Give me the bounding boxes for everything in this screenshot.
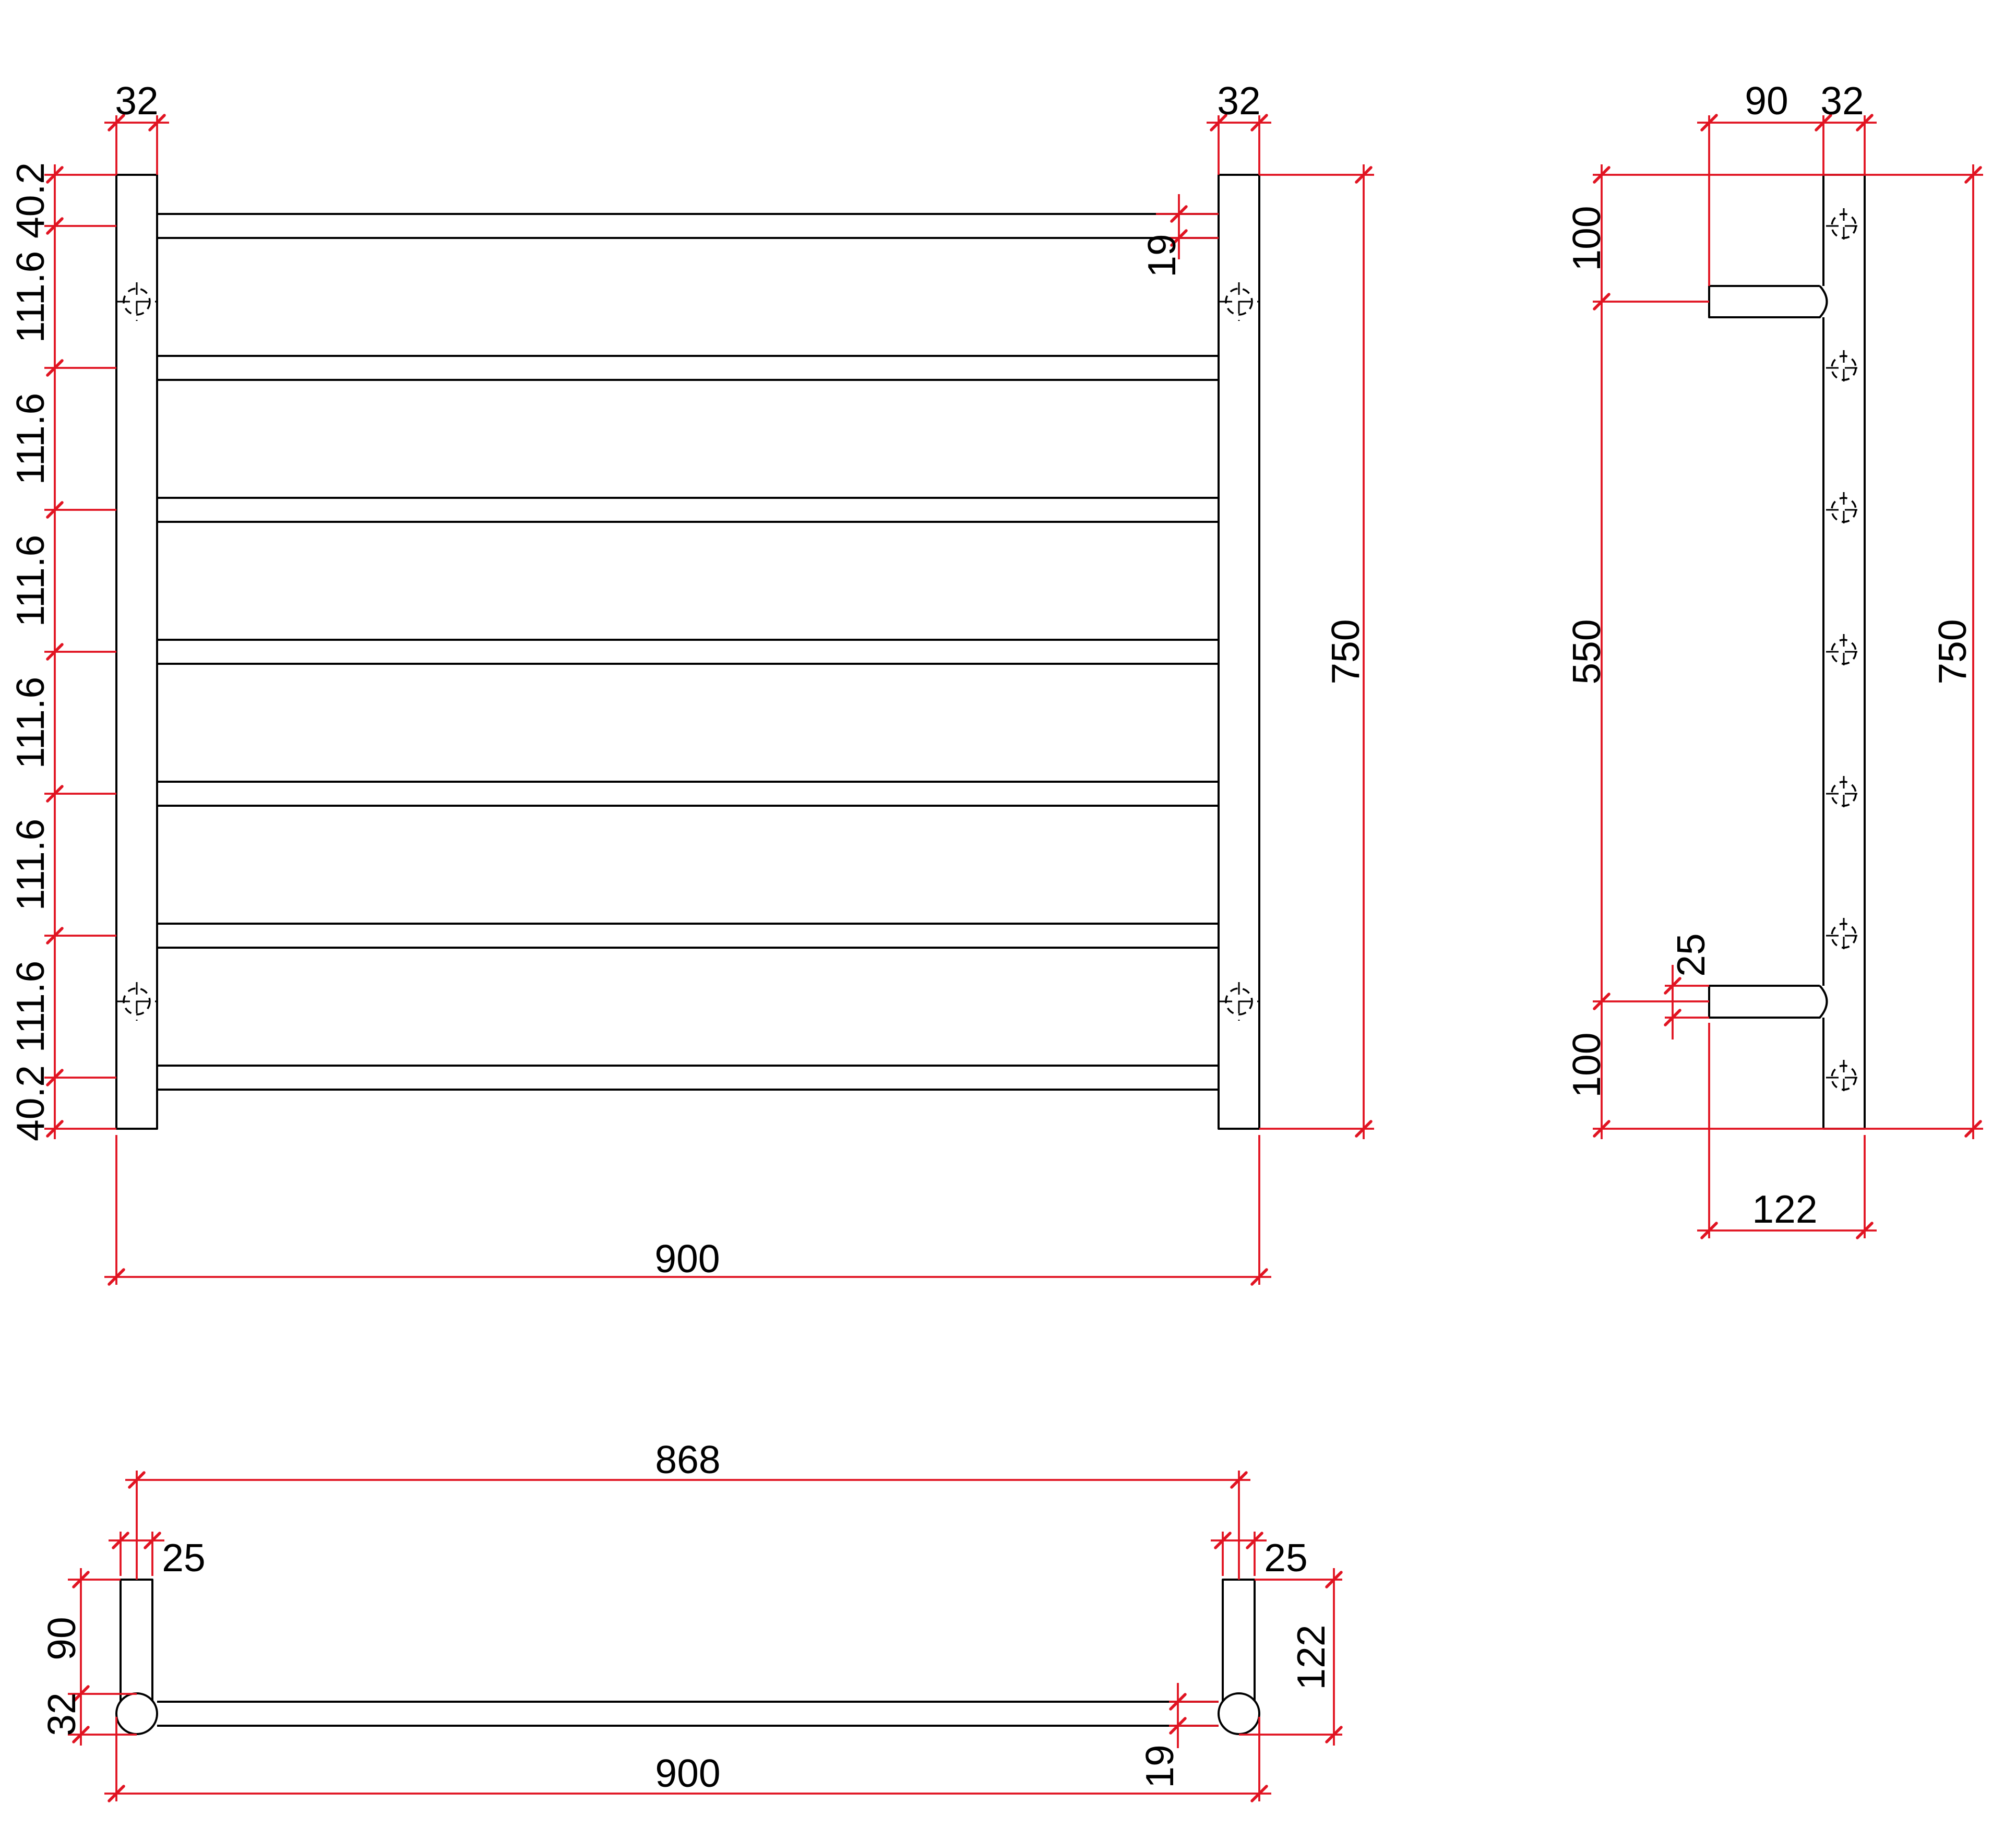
dim-text-plan-left-bracket-thickness: 25: [162, 1536, 205, 1580]
rail-end-icon: [1826, 208, 1862, 244]
dim-text-plan-wall-depth: 122: [1289, 1624, 1333, 1690]
dim-text-side-bracket-thickness: 25: [1669, 933, 1713, 976]
dim-text-plan-overall-width: 900: [655, 1751, 720, 1795]
rail-end-icon: [1826, 1060, 1862, 1095]
front-rails: [156, 213, 1220, 1091]
rail-end-icon: [1826, 776, 1862, 811]
plan-left-post-section: [115, 1692, 158, 1735]
dim-plan-wall-depth: 122: [1239, 1568, 1343, 1746]
dim-front-overall-width: 900: [104, 1135, 1271, 1286]
dim-front-right-post-width: 32: [1207, 79, 1271, 175]
dim-plan-left-chain: 90 32: [40, 1568, 137, 1746]
side-extension-lines: [1593, 174, 1983, 1130]
dim-text-side-bracket-length: 90: [1745, 79, 1788, 123]
dim-text-front-right-post-width: 32: [1217, 79, 1260, 123]
dim-side-mount-chain: 100 550 100: [1565, 164, 1709, 1139]
mount-point-icon: [1220, 982, 1258, 1021]
dim-front-rail-thickness: 19: [1140, 194, 1219, 278]
dim-text-plan-bracket-length: 90: [40, 1617, 83, 1660]
rail-end-icon: [1826, 350, 1862, 386]
front-mount-symbols: [117, 282, 1258, 1021]
dim-text-chain-1: 111.6: [8, 251, 52, 343]
mount-point-icon: [1220, 282, 1258, 321]
dim-text-chain-0: 40.2: [8, 162, 52, 238]
front-view: 32 32 40.2 111.6 111.6 111.6 111.6 111.6…: [8, 79, 1374, 1286]
bottom-view: 868 25 25 90 32 19: [40, 1438, 1343, 1802]
dim-side-top: 90 32: [1697, 79, 1877, 286]
dim-plan-right-bracket-thickness: 25: [1211, 1532, 1308, 1580]
rail-end-icon: [1826, 634, 1862, 670]
dim-text-side-wall-depth: 122: [1752, 1187, 1817, 1231]
rail-4: [156, 639, 1220, 665]
side-top-bracket: [1708, 285, 1828, 318]
dim-front-left-post-width: 32: [104, 79, 169, 175]
side-post: [1822, 174, 1866, 1130]
dim-text-chain-4: 111.6: [8, 677, 52, 769]
dim-text-plan-mount-centres: 868: [655, 1438, 720, 1481]
dim-text-front-left-post-width: 32: [115, 79, 158, 123]
rail-1: [156, 213, 1220, 239]
dim-text-front-overall-height: 750: [1323, 619, 1367, 684]
dim-text-front-rail-thickness: 19: [1140, 234, 1184, 277]
dim-plan-rail-thickness: 19: [1138, 1683, 1219, 1788]
dim-text-chain-3: 111.6: [8, 535, 52, 627]
dim-front-spacing-chain: 40.2 111.6 111.6 111.6 111.6 111.6 111.6…: [8, 162, 116, 1141]
rail-3: [156, 497, 1220, 523]
dim-side-overall-height: 750: [1930, 164, 1982, 1139]
rail-6: [156, 923, 1220, 949]
dim-plan-left-bracket-thickness: 25: [109, 1532, 206, 1580]
dim-text-side-bottom-offset: 100: [1565, 1032, 1608, 1097]
plan-right-post-section: [1218, 1692, 1260, 1735]
dim-text-side-post-width: 32: [1820, 79, 1864, 123]
plan-rail: [157, 1701, 1219, 1727]
mount-point-icon: [117, 982, 156, 1021]
dim-text-chain-7: 40.2: [8, 1065, 52, 1141]
dim-text-front-overall-width: 900: [654, 1237, 720, 1281]
dim-side-wall-depth: 122: [1697, 1023, 1877, 1239]
dim-front-overall-height: 750: [1259, 164, 1374, 1139]
rail-7: [156, 1065, 1220, 1091]
dim-text-side-overall-height: 750: [1930, 619, 1974, 684]
rail-2: [156, 355, 1220, 381]
side-bottom-bracket: [1708, 985, 1828, 1019]
plan-left-bracket: [120, 1579, 153, 1704]
dim-text-chain-6: 111.6: [8, 961, 52, 1053]
rail-end-icon: [1826, 492, 1862, 528]
dim-text-side-top-offset: 100: [1565, 206, 1608, 271]
dim-plan-overall-width: 900: [104, 1717, 1271, 1802]
mount-point-icon: [117, 282, 156, 321]
dim-text-plan-post-diameter: 32: [40, 1692, 83, 1736]
plan-right-bracket: [1222, 1579, 1256, 1704]
dim-side-bracket-thickness: 25: [1664, 933, 1713, 1040]
rail-end-icon: [1826, 918, 1862, 953]
side-rail-symbols: [1826, 208, 1862, 1095]
side-view: 90 32 100 550 100 25 750 122: [1565, 79, 1983, 1239]
dim-text-chain-2: 111.6: [8, 393, 52, 485]
dim-plan-mount-centres: 868: [125, 1438, 1250, 1580]
dim-text-chain-5: 111.6: [8, 819, 52, 911]
dim-text-plan-rail-thickness: 19: [1138, 1745, 1182, 1788]
dim-text-side-mount-spacing: 550: [1565, 619, 1608, 684]
rail-5: [156, 781, 1220, 807]
dim-text-plan-right-bracket-thickness: 25: [1264, 1536, 1307, 1580]
